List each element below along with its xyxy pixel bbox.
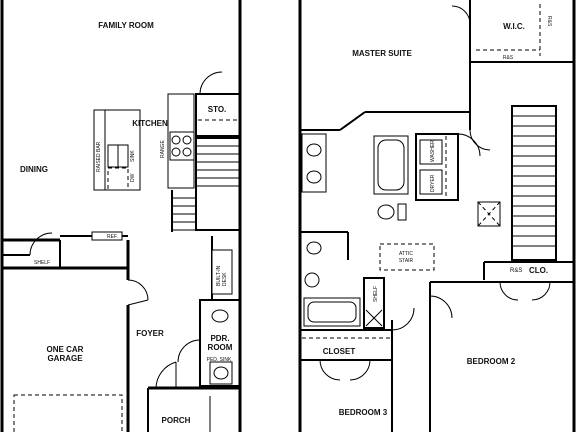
master-door-swing (469, 129, 491, 151)
label-room: ROOM (208, 343, 233, 352)
second-floor-plan (298, 0, 576, 432)
label-dw: DW (130, 173, 136, 182)
closet-door-swing-a (319, 359, 341, 381)
bath2-tub-basin (307, 301, 357, 323)
label-stair: STAIR (399, 258, 414, 264)
pdr-room-walls (199, 299, 241, 387)
range-outline (169, 131, 195, 161)
linen-shelf (363, 277, 385, 329)
laundry-walls (415, 133, 459, 201)
label-bedroom2: BEDROOM 2 (467, 357, 516, 366)
linen-x-b (365, 309, 383, 327)
label-attic: ATTIC (399, 251, 413, 257)
label-shelf: SHELF (34, 260, 50, 266)
pdr-door-swing (177, 339, 201, 363)
sto-closet-walls (195, 93, 241, 137)
built-in-desk (211, 249, 233, 295)
range-burner-1 (171, 135, 181, 145)
bath-angle-wall (339, 111, 366, 131)
garage-door-leaf (127, 299, 149, 306)
range-burner-3 (171, 147, 181, 157)
label-rs-wic-vertical: R&S (546, 16, 552, 27)
garage-door-swing (127, 279, 149, 301)
range-burner-4 (182, 147, 192, 157)
garage-car-outline (13, 394, 123, 432)
bath2-sink (306, 241, 322, 255)
label-dryer: DRYER (430, 174, 436, 192)
label-pdr: PDR. (210, 334, 229, 343)
attic-stair-outline (379, 243, 435, 271)
dishwasher-outline (107, 167, 129, 191)
label-desk: DESK (222, 272, 228, 286)
washer (419, 139, 443, 165)
laundry-door-swing (457, 133, 481, 157)
label-rs-clo: R&S (510, 268, 522, 274)
clo-door-swing-b (531, 281, 551, 301)
label-sto: STO. (208, 105, 227, 114)
label-clo: CLO. (529, 266, 548, 275)
bedroom3-door-swing (391, 307, 415, 331)
label-porch: PORCH (162, 416, 191, 425)
master-shower-basin (377, 139, 405, 191)
first-floor-plan (0, 0, 242, 432)
master-vanity (301, 133, 327, 193)
label-bedroom3: BEDROOM 3 (339, 408, 388, 417)
label-washer: WASHER (430, 140, 436, 162)
upper-stair-well (511, 105, 557, 261)
bath2-tub (303, 297, 361, 327)
label-raised-bar: RAISED BAR (96, 141, 102, 172)
master-shower (373, 135, 409, 195)
sto-door-swing (199, 71, 223, 95)
label-ref: REF. (107, 234, 118, 240)
ped-sink-bowl (213, 366, 229, 380)
wic-door-swing (451, 5, 471, 25)
label-garage-line2: GARAGE (47, 354, 83, 363)
refrigerator (91, 231, 123, 241)
bath2-toilet (304, 272, 320, 288)
dryer (419, 169, 443, 195)
label-2nd-shelf: SHELF (373, 286, 379, 302)
label-family-room: FAMILY ROOM (98, 21, 154, 30)
closet-door-swing-b (349, 359, 371, 381)
label-wic: W.I.C. (503, 22, 525, 31)
bedroom2-door-swing (429, 295, 453, 319)
pdr-toilet (211, 309, 229, 323)
label-master-suite: MASTER SUITE (352, 49, 412, 58)
shelf-door-swing (29, 232, 53, 256)
ped-sink (209, 361, 233, 385)
range-burner-2 (182, 135, 192, 145)
attic-hatch-x-b (477, 201, 501, 227)
label-foyer: FOYER (136, 329, 164, 338)
label-built-in: BUILT-IN (216, 265, 222, 286)
label-closet: CLOSET (323, 347, 356, 356)
stair-well (195, 137, 241, 231)
label-ped-sink: PED. SINK (207, 357, 232, 363)
master-sink-1 (306, 143, 322, 157)
upper-stair-treads (512, 115, 556, 247)
label-range: RANGE (160, 140, 166, 158)
stair-treads (172, 145, 240, 231)
clo-door-swing-a (499, 281, 519, 301)
master-toilet (377, 204, 395, 220)
label-kitchen: KITCHEN (132, 119, 168, 128)
label-rs-wic-bottom: R&S (503, 55, 514, 61)
entry-door-swing (155, 361, 177, 389)
master-toilet-tank (397, 203, 407, 221)
master-sink-2 (306, 170, 322, 184)
label-garage-line1: ONE CAR (47, 345, 84, 354)
raised-bar-island (93, 109, 141, 191)
label-sink: SINK (130, 150, 136, 162)
label-dining: DINING (20, 165, 48, 174)
kitchen-counter (167, 93, 195, 189)
attic-hatch (477, 201, 501, 227)
